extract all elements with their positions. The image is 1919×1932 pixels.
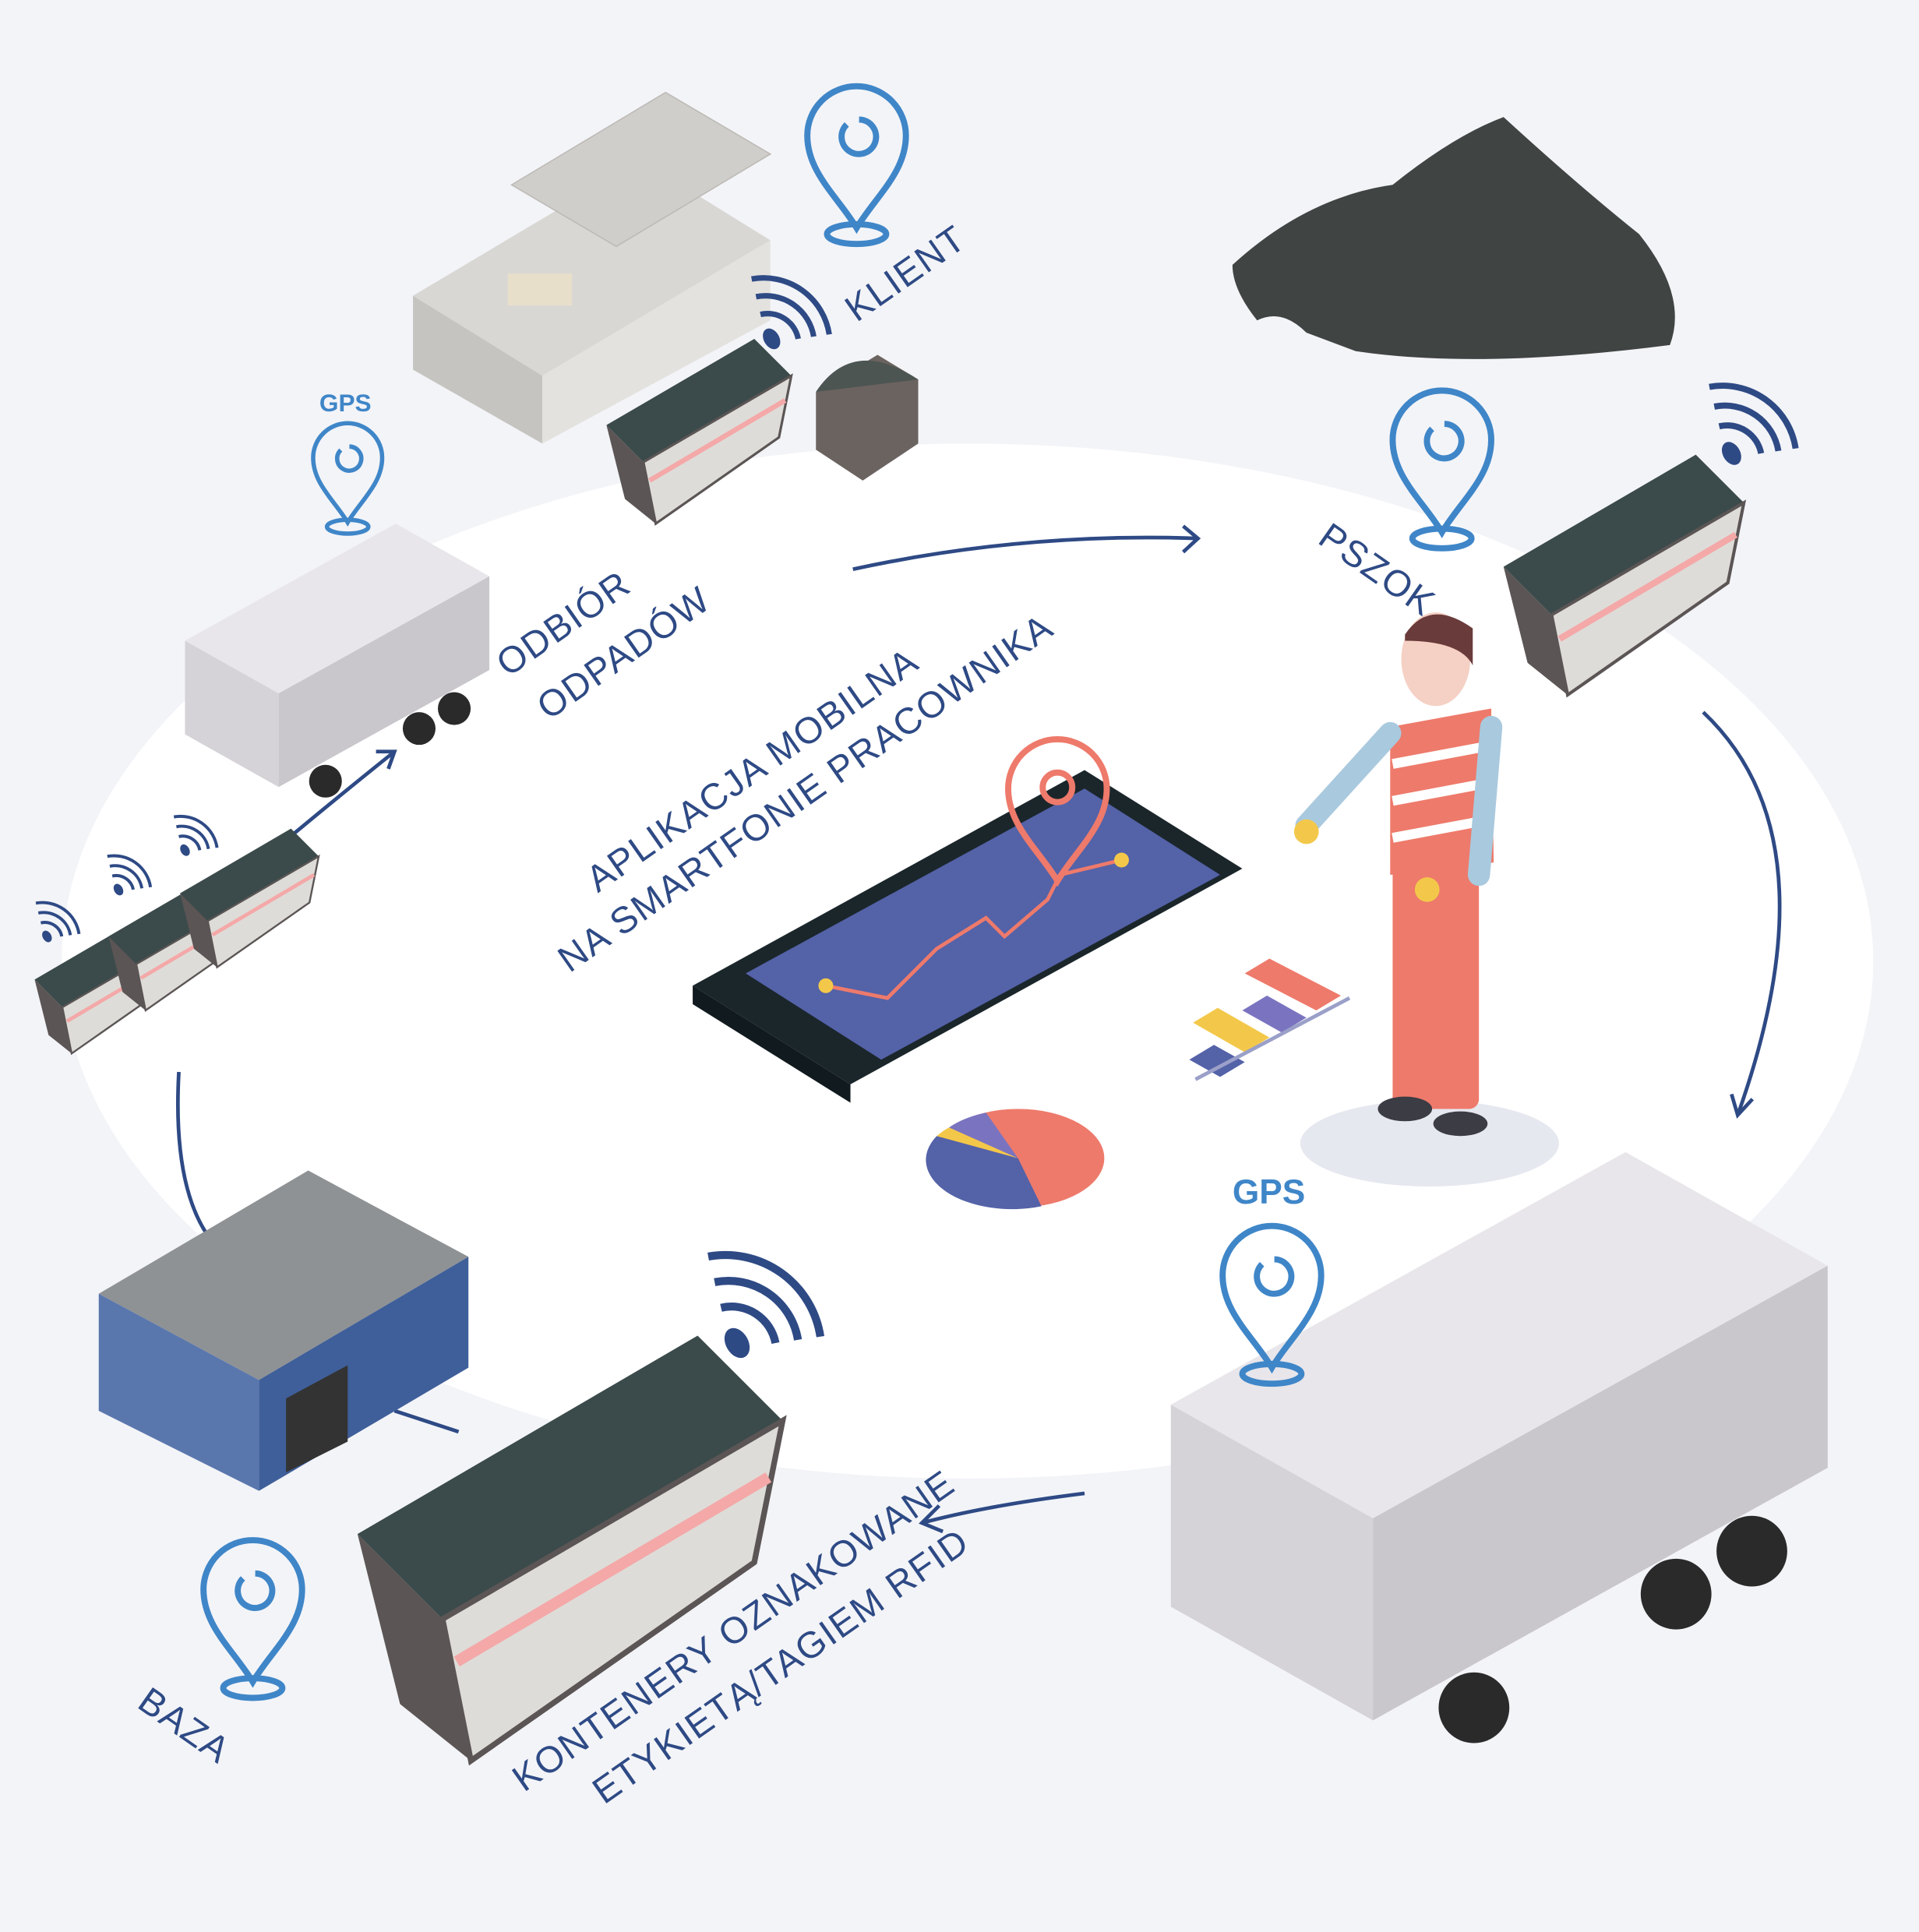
arrow-pszok-to-truck bbox=[1702, 710, 1782, 1116]
gps-label-large: GPS bbox=[1233, 1173, 1305, 1211]
gps-label-small: GPS bbox=[319, 389, 372, 417]
worker-figure bbox=[1293, 612, 1559, 1187]
client-building bbox=[413, 91, 772, 444]
smartphone bbox=[693, 736, 1243, 1103]
waste-pile bbox=[1232, 117, 1675, 359]
arrow-base-line bbox=[175, 1071, 209, 1236]
bar-chart-graphic bbox=[1189, 958, 1351, 1081]
arrow-truck-to-base bbox=[921, 1491, 1085, 1525]
arrow-klient-to-pszok bbox=[852, 535, 1198, 572]
waste-bin bbox=[816, 354, 919, 481]
pie-chart-graphic bbox=[926, 1109, 1105, 1210]
destination-pin-icon bbox=[1005, 736, 1110, 887]
base-warehouse bbox=[98, 1170, 469, 1491]
